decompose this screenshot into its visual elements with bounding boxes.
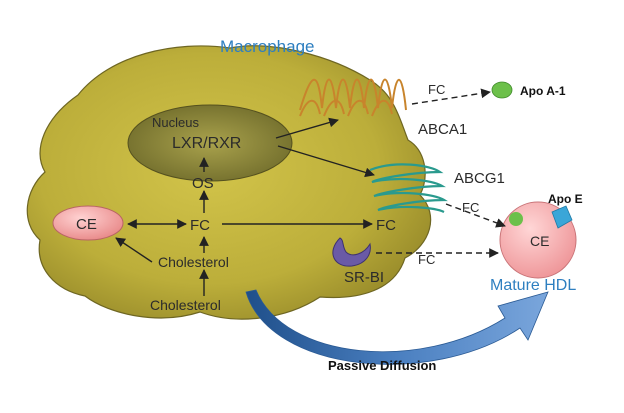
label-fc-srbi: FC — [418, 252, 435, 267]
label-ce-hdl: CE — [530, 233, 549, 249]
abca1-transporter — [299, 78, 407, 117]
label-macrophage: Macrophage — [220, 37, 315, 56]
label-fc-abcg1: FC — [462, 200, 479, 215]
apo-a1-particle — [491, 81, 513, 99]
label-fc-membrane: FC — [376, 217, 396, 234]
label-os: OS — [192, 175, 214, 192]
label-apo-a1: Apo A-1 — [520, 84, 566, 98]
label-lxr-rxr: LXR/RXR — [172, 135, 241, 152]
arrow-lxr-to-abcg1 — [277, 145, 375, 178]
sr-bi-receptor — [332, 237, 371, 267]
arrow-lxr-to-abca1 — [275, 117, 339, 139]
label-nucleus: Nucleus — [152, 115, 199, 130]
dashed-arrow-abcg1-to-hdl — [445, 203, 506, 228]
ce-droplet — [52, 205, 124, 241]
label-apo-e: Apo E — [548, 192, 583, 206]
arrow-cholesterol-to-ce — [115, 237, 153, 263]
macrophage-cell — [26, 45, 432, 320]
label-cholesterol-inner: Cholesterol — [158, 254, 229, 270]
dashed-arrow-abca1-to-apoa1 — [411, 88, 491, 105]
label-ce-left: CE — [76, 216, 97, 233]
label-fc-abca1: FC — [428, 82, 445, 97]
label-cholesterol-outer: Cholesterol — [150, 297, 221, 313]
label-abca1: ABCA1 — [418, 121, 467, 138]
label-mature-hdl: Mature HDL — [490, 277, 576, 294]
apo-e-green-dot — [509, 212, 523, 226]
passive-diffusion-arrow — [245, 289, 549, 365]
label-sr-bi: SR-BI — [344, 269, 384, 286]
label-fc-center: FC — [190, 217, 210, 234]
label-abcg1: ABCG1 — [454, 170, 505, 187]
nucleus — [127, 104, 293, 182]
abcg1-transporter — [369, 163, 448, 214]
label-passive-diffusion: Passive Diffusion — [328, 358, 436, 373]
apo-e-marker — [551, 205, 573, 229]
